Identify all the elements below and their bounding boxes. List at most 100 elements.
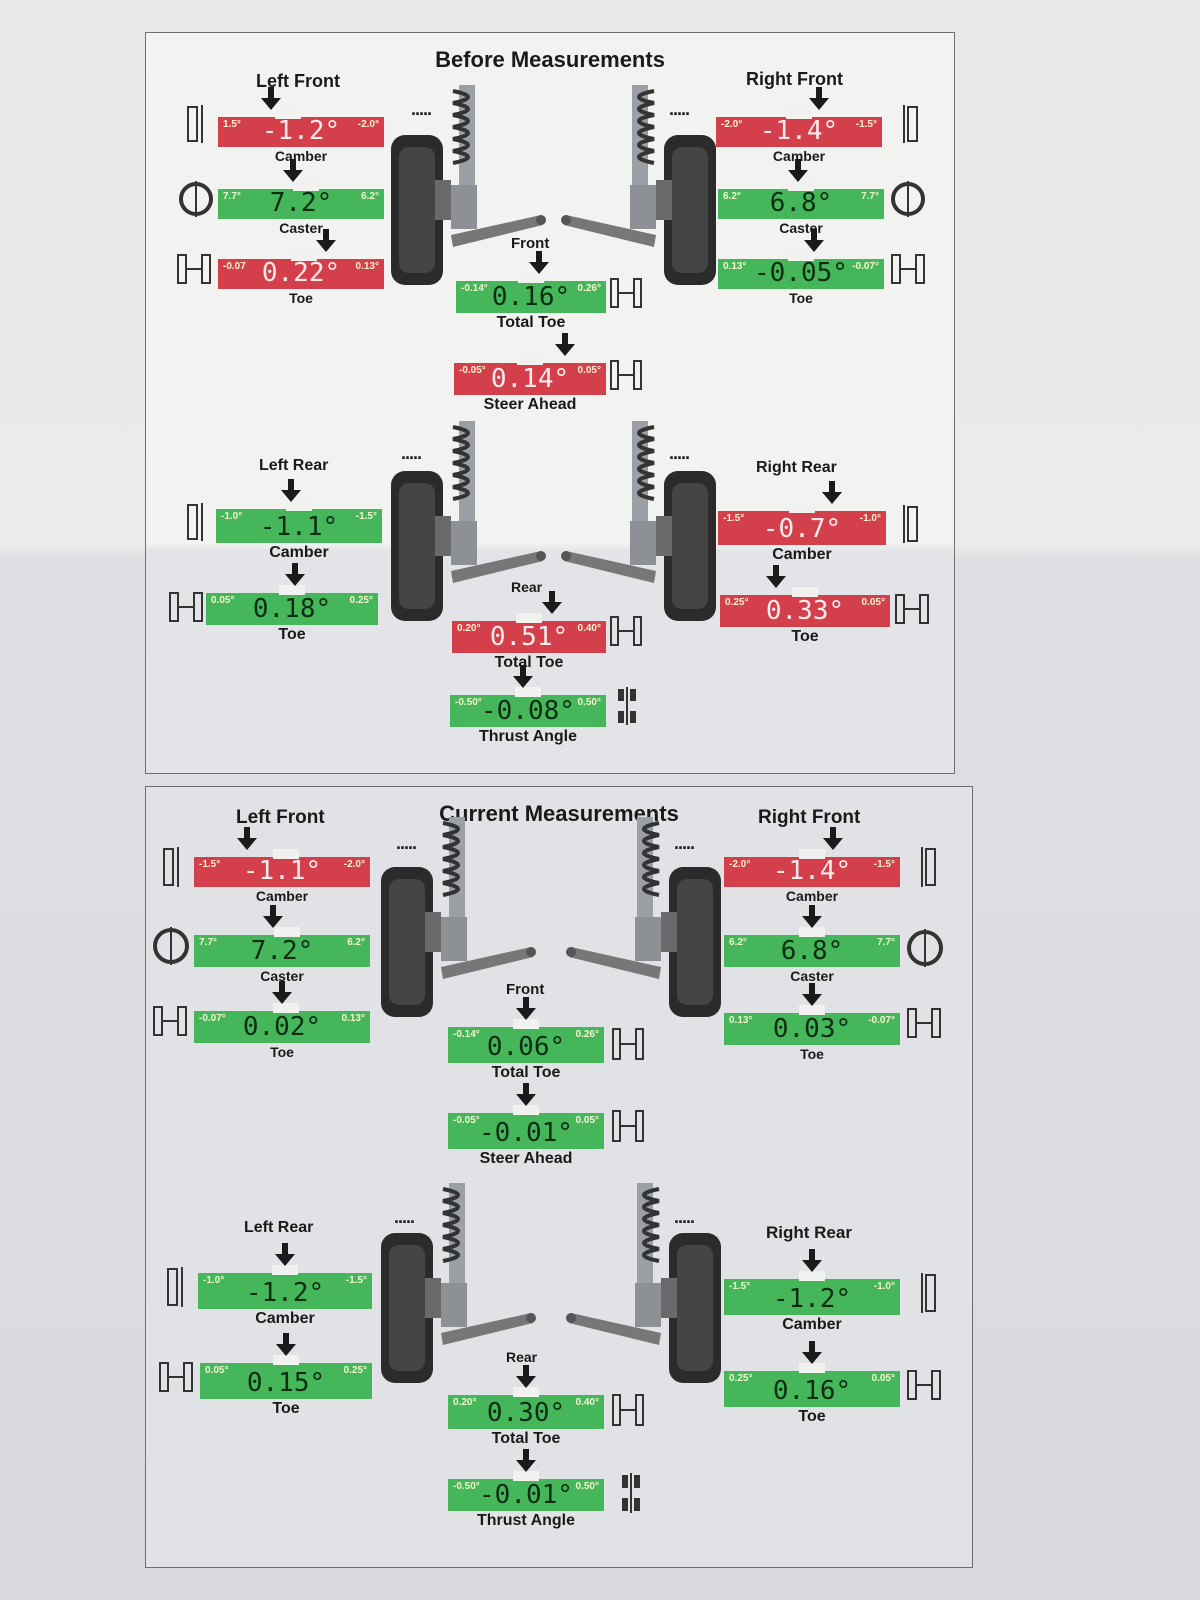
right-front-suspension-image — [559, 85, 716, 287]
range-min: 7.7° — [199, 937, 217, 948]
range-min: -2.0° — [721, 119, 743, 130]
caster-wheel-icon — [890, 181, 926, 222]
right-rear-camber-gauge: -1.5°-1.0°-1.2°Camber — [724, 1249, 900, 1333]
gauge-notch — [788, 181, 814, 191]
right-rear-suspension-image — [564, 1183, 721, 1385]
camber-wheel-icon — [182, 105, 210, 148]
range-max: 0.40° — [575, 1397, 599, 1408]
right-front-toe-gauge: 0.13°-0.07°-0.05°Toe — [718, 229, 884, 306]
left-front-label: Left Front — [236, 807, 325, 828]
measurement-value: 0.15° — [246, 1368, 326, 1398]
gauge-bar — [718, 189, 884, 219]
gauge-notch — [516, 613, 542, 623]
range-min: 1.5° — [223, 119, 241, 130]
range-max: -0.07° — [852, 261, 879, 272]
measurement-caption: Toe — [278, 626, 306, 643]
measurement-value: -1.1° — [242, 856, 322, 886]
gauge-bar — [218, 117, 384, 147]
right-rear-toe-gauge: 0.25°0.05°0.16°Toe — [724, 1341, 900, 1425]
camber-wheel-icon — [898, 505, 926, 548]
range-max: -0.07° — [868, 1015, 895, 1026]
front-total-toe-gauge: -0.14°0.26°0.06°Total Toe — [448, 997, 604, 1081]
measurement-value: 0.16° — [772, 1376, 852, 1406]
front-center-label: Front — [511, 235, 550, 252]
range-max: -1.5° — [873, 859, 895, 870]
range-max: 7.7° — [861, 191, 879, 202]
current-measurements-panel: Current Measurements ..... ..... ..... .… — [145, 786, 973, 1568]
left-front-camber-gauge: 1.5°-2.0°-1.2°Camber — [218, 87, 384, 164]
range-max: 7.7° — [877, 937, 895, 948]
measurement-value: 0.06° — [486, 1032, 566, 1062]
gauge-notch — [518, 273, 544, 283]
gauge-notch — [788, 251, 814, 261]
gauge-notch — [279, 585, 305, 595]
gauge-notch — [286, 501, 312, 511]
range-max: -1.0° — [859, 513, 881, 524]
gauge-bar — [216, 509, 382, 543]
range-min: -1.5° — [723, 513, 745, 524]
thrust-angle-gauge: -0.50°0.50°-0.01°Thrust Angle — [448, 1449, 604, 1529]
gauge-bar — [194, 935, 370, 967]
right-front-suspension-image — [564, 817, 721, 1019]
toe-wheels-icon — [906, 1367, 942, 1408]
left-rear-toe-gauge: 0.05°0.25°0.15°Toe — [200, 1333, 372, 1417]
measurement-value: 0.16° — [491, 282, 571, 312]
gauge-notch — [799, 849, 825, 859]
left-rear-label: Left Rear — [244, 1219, 314, 1236]
ellipsis: ..... — [669, 443, 690, 463]
measurement-caption: Total Toe — [494, 654, 564, 671]
steer-ahead-gauge: -0.05°0.05°-0.01°Steer Ahead — [448, 1083, 604, 1167]
camber-wheel-icon — [182, 503, 210, 546]
range-min: -0.05° — [459, 365, 486, 376]
measurement-value: 0.22° — [261, 258, 341, 288]
measurement-caption: Steer Ahead — [479, 1150, 573, 1167]
measurement-value: -1.4° — [772, 856, 852, 886]
rear-center-label: Rear — [511, 579, 543, 595]
measurement-value: -1.4° — [759, 116, 839, 146]
gauge-bar — [456, 281, 606, 313]
gauge-bar — [450, 695, 606, 727]
gauge-notch — [515, 687, 541, 697]
ellipsis: ..... — [411, 99, 432, 119]
measurement-value: 0.18° — [252, 594, 332, 624]
measurement-caption: Camber — [772, 148, 826, 164]
gauge-bar — [454, 363, 606, 395]
gauge-notch — [786, 109, 812, 119]
range-min: -0.14° — [461, 283, 488, 294]
range-min: 6.2° — [723, 191, 741, 202]
measurement-caption: Toe — [272, 1400, 300, 1417]
caster-wheel-icon — [152, 927, 190, 970]
left-rear-camber-gauge: -1.0°-1.5°-1.1°Camber — [216, 479, 382, 561]
gauge-bar — [718, 259, 884, 289]
right-front-label: Right Front — [746, 69, 843, 89]
range-min: 0.20° — [453, 1397, 477, 1408]
steer-ahead-gauge: -0.05°0.05°0.14°Steer Ahead — [454, 333, 606, 413]
right-front-toe-gauge: 0.13°-0.07°0.03°Toe — [724, 983, 900, 1062]
measurement-value: 0.33° — [765, 596, 845, 626]
measurement-caption: Total Toe — [491, 1064, 561, 1081]
gauge-bar — [724, 857, 900, 887]
measurement-caption: Total Toe — [491, 1430, 561, 1447]
gauge-notch — [513, 1387, 539, 1397]
range-max: 0.05° — [861, 597, 885, 608]
range-max: 0.05° — [575, 1115, 599, 1126]
total-toe-icon — [612, 1027, 644, 1068]
steer-ahead-icon — [612, 1109, 644, 1150]
gauge-bar — [448, 1479, 604, 1511]
range-max: 0.50° — [575, 1481, 599, 1492]
left-front-label: Left Front — [256, 71, 340, 91]
total-toe-icon — [610, 615, 642, 654]
rear-center-label: Rear — [506, 1349, 538, 1365]
measurement-caption: Thrust Angle — [478, 728, 578, 745]
range-min: -0.50° — [453, 1481, 480, 1492]
range-max: 0.26° — [577, 283, 601, 294]
toe-wheels-icon — [168, 589, 204, 630]
gauge-bar — [718, 511, 886, 545]
measurement-value: 7.2° — [250, 936, 314, 966]
measurement-caption: Steer Ahead — [483, 396, 577, 413]
right-front-camber-gauge: -2.0°-1.5°-1.4°Camber — [716, 87, 882, 164]
gauge-bar — [198, 1273, 372, 1309]
left-front-caster-gauge: 7.7°6.2°7.2°Caster — [218, 159, 384, 236]
toe-wheels-icon — [906, 1005, 942, 1046]
gauge-bar — [724, 1279, 900, 1315]
